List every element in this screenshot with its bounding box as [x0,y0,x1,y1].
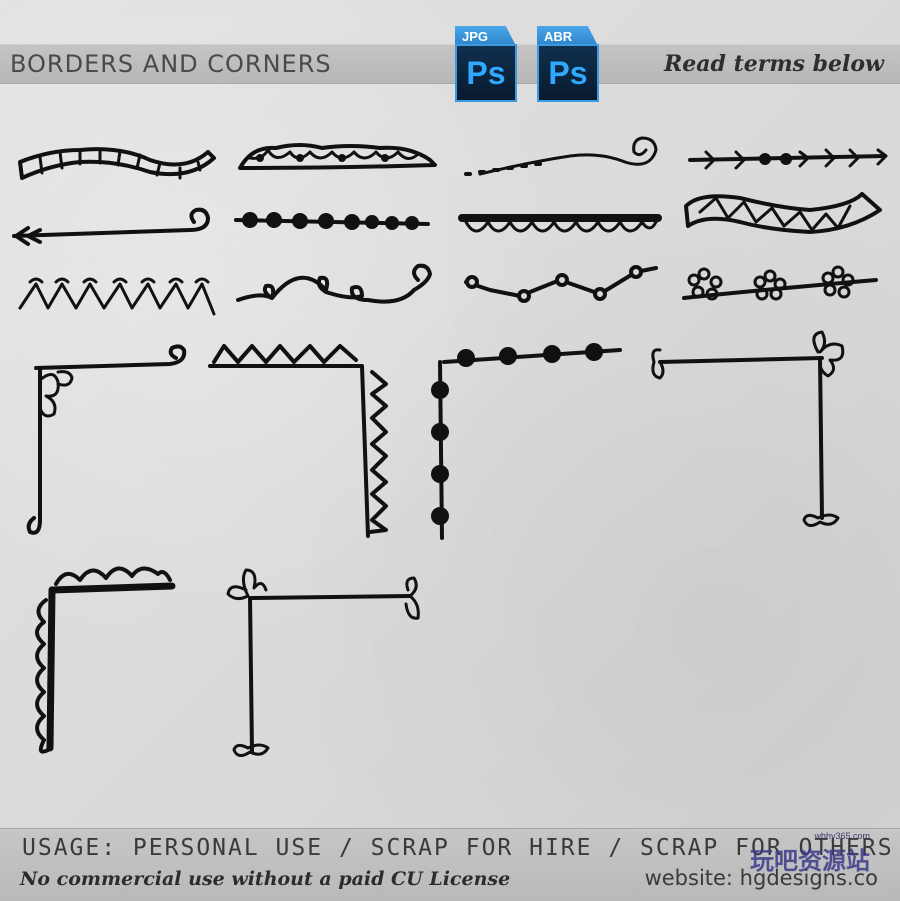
wavy-ribbon-border [18,147,216,180]
triangle-ribbon-border [684,192,882,234]
bold-scallop-border [458,214,662,233]
bow-ribbon-corner [226,568,420,757]
usage-terms: USAGE: PERSONAL USE / SCRAP FOR HIRE / S… [22,835,894,861]
jpg-photoshop-badge: JPG Ps [455,26,517,102]
photoshop-icon: Ps [537,44,599,102]
photoshop-icon: Ps [455,44,517,102]
license-note: No commercial use without a paid CU Lice… [20,868,511,890]
leaf-vine-border [688,148,888,170]
loopy-swirl-border [236,263,432,304]
header-bar: BORDERS AND CORNERS Read terms below [0,44,900,84]
doodle-artwork [12,136,888,757]
ring-chain-border [464,265,658,303]
page-title: BORDERS AND CORNERS [10,50,332,78]
watermark-logo: 玩吧资源站 [750,847,870,875]
file-type-tag: ABR [537,26,599,48]
heart-zigzag-border [18,277,216,316]
file-type-tag: JPG [455,26,517,48]
triangle-corner [208,344,388,538]
footer-bar: USAGE: PERSONAL USE / SCRAP FOR HIRE / S… [0,828,900,901]
arrow-swirl-border [12,207,210,246]
heart-scallop-border [238,143,437,170]
dot-corner [431,343,622,540]
scallop-swirl-corner [26,344,187,535]
website-link[interactable]: website: hgdesigns.co [644,866,878,890]
big-scallop-corner [35,566,176,754]
bow-corner [651,330,845,527]
abr-photoshop-badge: ABR Ps [537,26,599,102]
terms-note: Read terms below [664,51,884,77]
watermark-domain: whhy365.com [814,831,870,841]
flower-vine-border [682,265,878,301]
dot-line-border [234,212,430,230]
dotted-swirl-border [464,136,658,176]
